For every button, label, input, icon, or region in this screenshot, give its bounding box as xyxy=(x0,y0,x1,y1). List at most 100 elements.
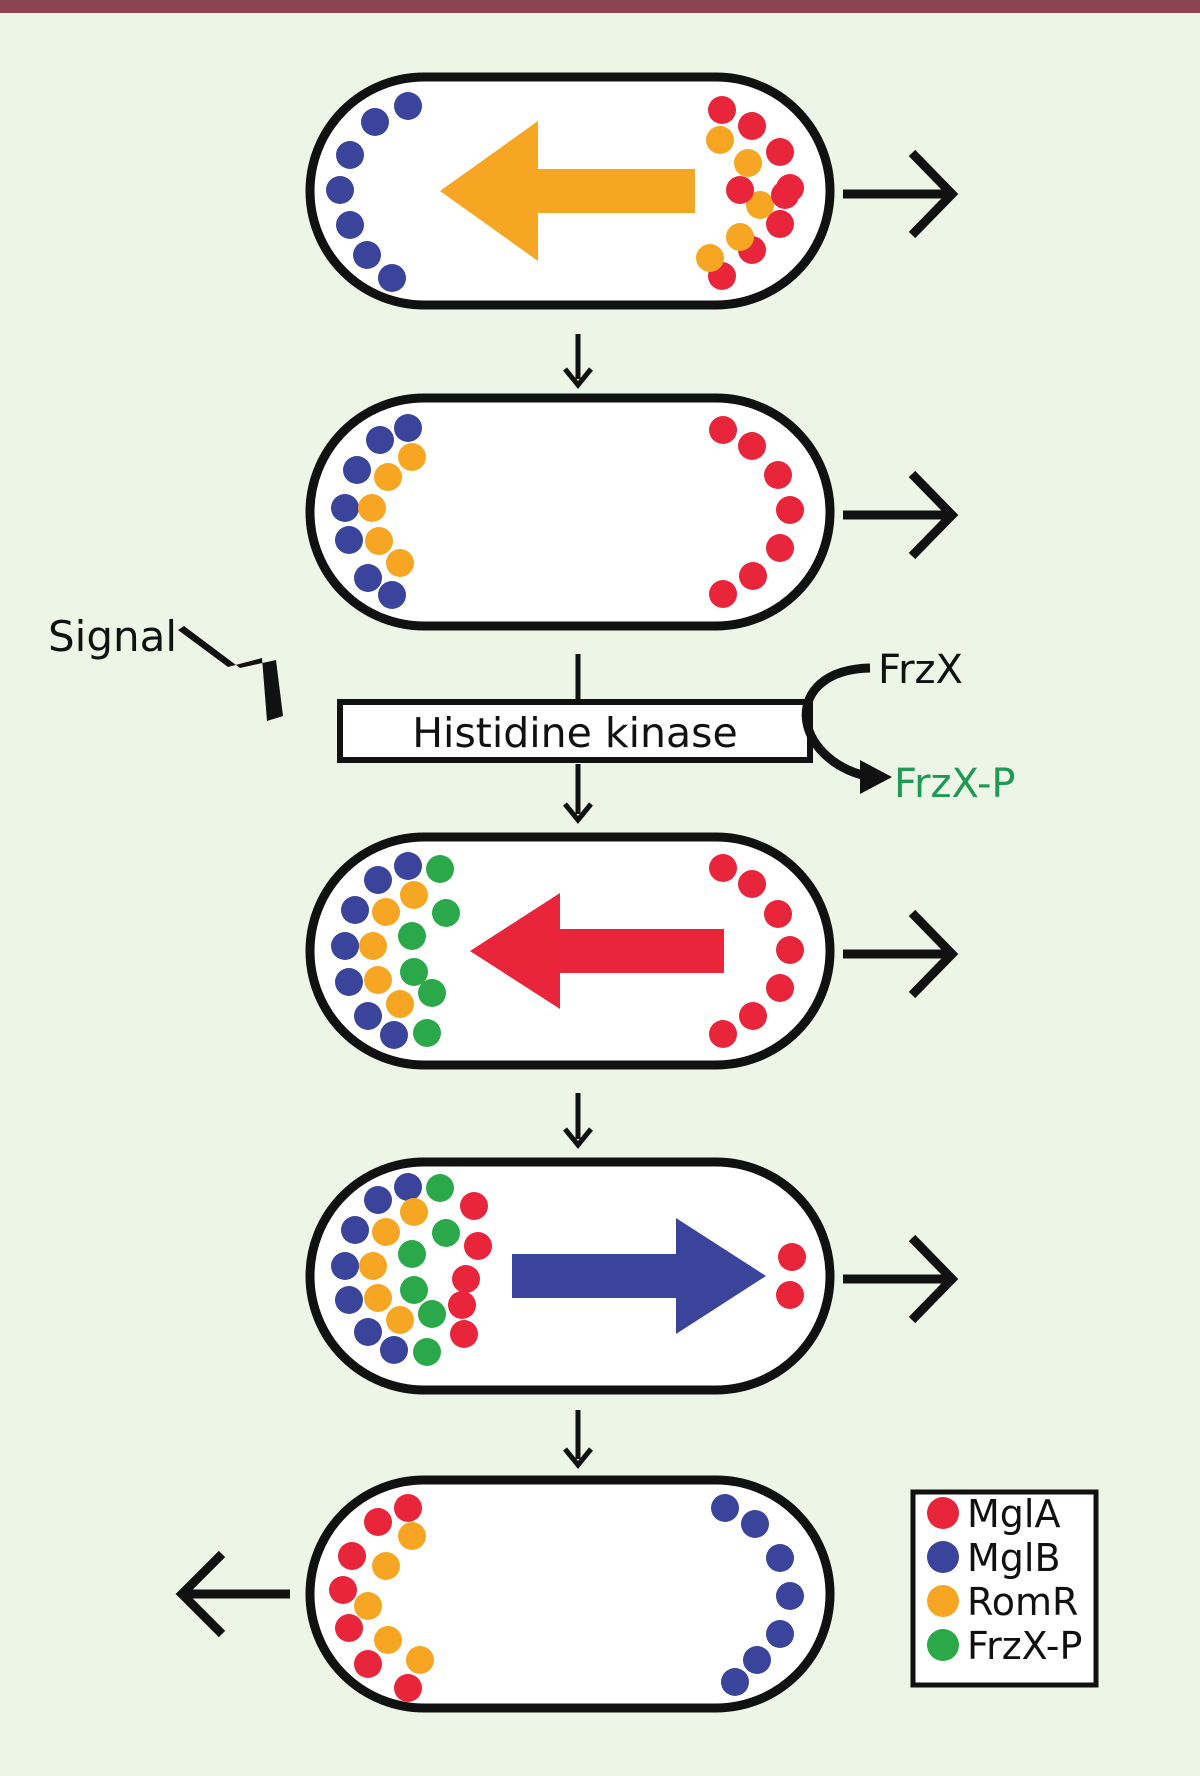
mglb-dot xyxy=(721,1668,749,1696)
legend-item: MglB xyxy=(927,1536,1061,1580)
motion-layer xyxy=(175,149,959,1638)
mgla-dot xyxy=(708,96,736,124)
frzx-p-dot xyxy=(398,922,426,950)
frzx-p-dot xyxy=(418,979,446,1007)
romr-dot xyxy=(386,549,414,577)
romr-dot xyxy=(400,1198,428,1226)
cell-body xyxy=(305,1475,835,1713)
mgla-dot xyxy=(776,936,804,964)
mglb-dot xyxy=(335,968,363,996)
cell-body xyxy=(305,393,835,631)
legend-item: RomR xyxy=(927,1580,1078,1624)
mgla-dot xyxy=(460,1192,488,1220)
mgla-dot xyxy=(394,1674,422,1702)
romr-dot xyxy=(398,443,426,471)
legend-label: MglA xyxy=(967,1492,1060,1536)
mglb-dot xyxy=(743,1646,771,1674)
mglb-dot xyxy=(380,1336,408,1364)
mglb-dot xyxy=(378,581,406,609)
romr-dot xyxy=(726,223,754,251)
histidine-kinase-group: Histidine kinase FrzX FrzX-P xyxy=(337,647,1016,807)
mgla-dot xyxy=(766,534,794,562)
down-arrow-icon xyxy=(563,1410,593,1469)
mglb-dot xyxy=(341,1216,369,1244)
romr-dot xyxy=(398,1522,426,1550)
frzx-p-dot xyxy=(418,1300,446,1328)
mglb-dot xyxy=(394,414,422,442)
romr-dot xyxy=(746,191,774,219)
mgla-dot xyxy=(776,1281,804,1309)
frzx-p-arrowhead-icon xyxy=(860,760,892,794)
mglb-dot xyxy=(361,108,389,136)
legend-swatch xyxy=(927,1585,959,1617)
flow-layer xyxy=(563,334,593,1469)
legend-swatch xyxy=(927,1497,959,1529)
signal-group: Signal xyxy=(48,612,283,721)
romr-dot xyxy=(734,149,762,177)
legend-swatch xyxy=(927,1629,959,1661)
mgla-dot xyxy=(354,1650,382,1678)
mgla-dot xyxy=(709,854,737,882)
frzx-p-dot xyxy=(398,1240,426,1268)
mglb-dot xyxy=(364,1186,392,1214)
mgla-dot xyxy=(709,580,737,608)
mgla-dot xyxy=(726,176,754,204)
mglb-dot xyxy=(341,896,369,924)
mgla-dot xyxy=(764,461,792,489)
romr-dot xyxy=(372,1552,400,1580)
frzx-p-dot xyxy=(432,1219,460,1247)
frzx-p-dot xyxy=(426,855,454,883)
frzx-p-dot xyxy=(426,1174,454,1202)
mgla-dot xyxy=(739,1002,767,1030)
motion-arrow-icon xyxy=(843,909,959,999)
romr-dot xyxy=(706,126,734,154)
signal-label: Signal xyxy=(48,612,177,661)
frzx-p-dot xyxy=(400,1276,428,1304)
mglb-dot xyxy=(766,1544,794,1572)
mglb-dot xyxy=(394,1173,422,1201)
mglb-dot xyxy=(776,1582,804,1610)
romr-dot xyxy=(386,1306,414,1334)
mgla-dot xyxy=(448,1291,476,1319)
motion-arrow-icon xyxy=(843,470,959,560)
mgla-dot xyxy=(766,210,794,238)
mglb-dot xyxy=(335,526,363,554)
romr-dot xyxy=(406,1646,434,1674)
cell-3 xyxy=(305,832,835,1070)
romr-dot xyxy=(372,898,400,926)
mgla-dot xyxy=(394,1494,422,1522)
mgla-dot xyxy=(776,496,804,524)
legend-item: FrzX-P xyxy=(927,1624,1082,1668)
mglb-dot xyxy=(366,426,394,454)
frzx-phosphorylation-arc xyxy=(801,663,871,782)
cells-layer xyxy=(305,72,835,1713)
romr-dot xyxy=(364,1284,392,1312)
motion-arrow-icon xyxy=(175,1550,290,1638)
mglb-dot xyxy=(364,866,392,894)
mgla-dot xyxy=(364,1508,392,1536)
mglb-dot xyxy=(331,494,359,522)
mgla-dot xyxy=(738,432,766,460)
legend-label: FrzX-P xyxy=(967,1624,1082,1668)
mgla-dot xyxy=(738,870,766,898)
legend-swatch xyxy=(927,1541,959,1573)
cell-1 xyxy=(305,72,835,310)
frzx-p-dot xyxy=(413,1019,441,1047)
mgla-dot xyxy=(709,416,737,444)
cell-4 xyxy=(305,1157,835,1395)
mgla-dot xyxy=(450,1320,478,1348)
top-band xyxy=(0,0,1200,13)
romr-dot xyxy=(358,494,386,522)
mgla-dot xyxy=(452,1265,480,1293)
legend-label: RomR xyxy=(967,1580,1078,1624)
mglb-dot xyxy=(394,92,422,120)
down-arrow-icon xyxy=(563,764,593,824)
mglb-dot xyxy=(766,1620,794,1648)
mglb-dot xyxy=(331,1252,359,1280)
romr-dot xyxy=(374,1626,402,1654)
mgla-dot xyxy=(329,1576,357,1604)
mgla-dot xyxy=(771,181,799,209)
